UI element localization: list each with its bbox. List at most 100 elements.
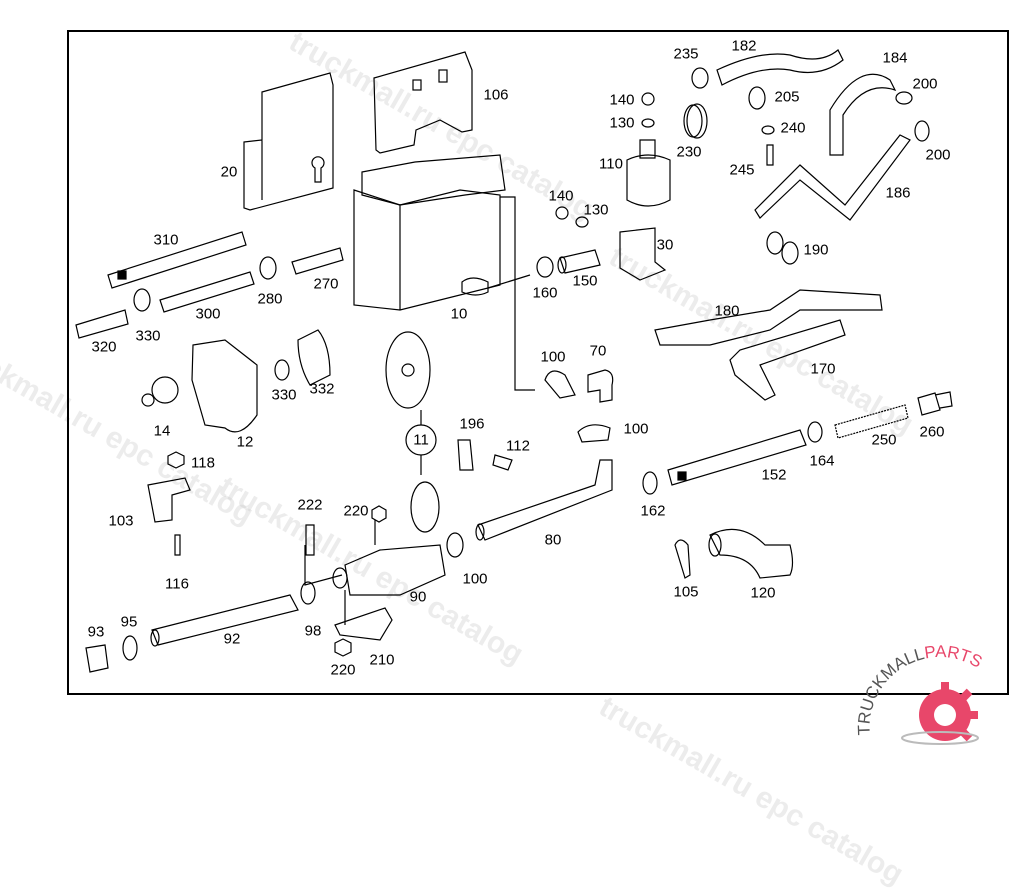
callout-300[interactable]: 300 bbox=[195, 305, 221, 323]
tube-marker-310 bbox=[117, 270, 127, 280]
callout-93[interactable]: 93 bbox=[87, 623, 105, 641]
callout-235[interactable]: 235 bbox=[673, 45, 699, 63]
callout-150[interactable]: 150 bbox=[572, 272, 598, 290]
clamp-part-162 bbox=[642, 471, 658, 495]
gear-icon bbox=[901, 682, 979, 745]
callout-100[interactable]: 100 bbox=[540, 348, 566, 366]
callout-98[interactable]: 98 bbox=[304, 622, 322, 640]
clamp-part-164 bbox=[807, 421, 823, 443]
callout-95[interactable]: 95 bbox=[120, 613, 138, 631]
callout-196[interactable]: 196 bbox=[459, 415, 485, 433]
callout-160[interactable]: 160 bbox=[532, 284, 558, 302]
clamp-part-95 bbox=[122, 635, 138, 661]
callout-210[interactable]: 210 bbox=[369, 651, 395, 669]
callout-240[interactable]: 240 bbox=[780, 119, 806, 137]
callout-90[interactable]: 90 bbox=[409, 588, 427, 606]
callout-260[interactable]: 260 bbox=[919, 423, 945, 441]
callout-180[interactable]: 180 bbox=[714, 302, 740, 320]
clamp-part-205 bbox=[748, 86, 766, 110]
callout-245[interactable]: 245 bbox=[729, 161, 755, 179]
hose-part-152 bbox=[667, 429, 807, 486]
callout-184[interactable]: 184 bbox=[882, 49, 908, 67]
callout-100[interactable]: 100 bbox=[623, 420, 649, 438]
clamp-part-98 bbox=[300, 581, 316, 605]
callout-152[interactable]: 152 bbox=[761, 466, 787, 484]
callout-330[interactable]: 330 bbox=[271, 386, 297, 404]
callout-140[interactable]: 140 bbox=[609, 91, 635, 109]
pump-part-14 bbox=[151, 376, 179, 404]
callout-330[interactable]: 330 bbox=[135, 327, 161, 345]
callout-220[interactable]: 220 bbox=[343, 502, 369, 520]
clamp-part-190a bbox=[766, 231, 784, 255]
callout-200[interactable]: 200 bbox=[912, 75, 938, 93]
hose-part-150 bbox=[559, 249, 601, 274]
tube-part-310 bbox=[107, 231, 247, 289]
callout-70[interactable]: 70 bbox=[589, 342, 607, 360]
callout-14[interactable]: 14 bbox=[153, 422, 171, 440]
bolt-part-222 bbox=[304, 524, 343, 586]
hose-part-120 bbox=[709, 528, 794, 579]
plate-slot-1 bbox=[412, 79, 422, 91]
callout-140[interactable]: 140 bbox=[548, 187, 574, 205]
callout-250[interactable]: 250 bbox=[871, 431, 897, 449]
tube-part-320 bbox=[75, 309, 129, 339]
callout-164[interactable]: 164 bbox=[809, 452, 835, 470]
callout-12[interactable]: 12 bbox=[236, 433, 254, 451]
callout-106[interactable]: 106 bbox=[483, 86, 509, 104]
callout-112[interactable]: 112 bbox=[506, 437, 530, 455]
nut-part-220a bbox=[371, 505, 387, 523]
plate-slot-2 bbox=[438, 69, 448, 83]
clamp-part-160 bbox=[536, 256, 554, 278]
mount-part-110 bbox=[626, 139, 671, 207]
truckmall-parts-logo: TRUCKMALLPARTS bbox=[854, 642, 985, 745]
callout-200[interactable]: 200 bbox=[925, 146, 951, 164]
callout-105[interactable]: 105 bbox=[673, 583, 699, 601]
callout-320[interactable]: 320 bbox=[91, 338, 117, 356]
callout-110[interactable]: 110 bbox=[599, 155, 623, 173]
callout-280[interactable]: 280 bbox=[257, 290, 283, 308]
callout-118[interactable]: 118 bbox=[191, 454, 215, 472]
clamp-part-330a bbox=[133, 288, 151, 312]
callout-162[interactable]: 162 bbox=[640, 502, 666, 520]
callout-80[interactable]: 80 bbox=[544, 531, 562, 549]
callout-103[interactable]: 103 bbox=[108, 512, 134, 530]
callout-130[interactable]: 130 bbox=[583, 201, 609, 219]
callout-186[interactable]: 186 bbox=[885, 184, 911, 202]
callout-116[interactable]: 116 bbox=[165, 575, 189, 593]
heater-outlet-part-10 bbox=[461, 277, 489, 296]
pipe-part-170 bbox=[729, 319, 846, 401]
elbow-part-70 bbox=[587, 369, 614, 403]
bracket-part-103 bbox=[147, 477, 191, 523]
callout-92[interactable]: 92 bbox=[223, 630, 241, 648]
pipe-part-92 bbox=[151, 594, 299, 646]
fitting-part-260 bbox=[917, 391, 953, 416]
callout-30[interactable]: 30 bbox=[656, 236, 674, 254]
washer-part-130a bbox=[641, 118, 655, 128]
callout-190[interactable]: 190 bbox=[803, 241, 829, 259]
callout-130[interactable]: 130 bbox=[609, 114, 635, 132]
nut-part-140b bbox=[555, 206, 569, 220]
callout-10[interactable]: 10 bbox=[450, 305, 468, 323]
callout-100[interactable]: 100 bbox=[462, 570, 488, 588]
bolt-part-116 bbox=[174, 534, 181, 556]
clip-part-105 bbox=[674, 539, 691, 579]
callout-230[interactable]: 230 bbox=[676, 143, 702, 161]
callout-182[interactable]: 182 bbox=[731, 37, 757, 55]
bracket-part-30 bbox=[619, 227, 667, 281]
clamp-part-200a bbox=[895, 91, 913, 105]
callout-332[interactable]: 332 bbox=[309, 380, 335, 398]
heater-top-part-10 bbox=[361, 154, 506, 206]
callout-220[interactable]: 220 bbox=[330, 661, 356, 679]
callout-205[interactable]: 205 bbox=[774, 88, 800, 106]
muffler-part-90 bbox=[344, 544, 446, 596]
callout-20[interactable]: 20 bbox=[220, 163, 238, 181]
callout-270[interactable]: 270 bbox=[313, 275, 339, 293]
heater-leader bbox=[500, 196, 535, 391]
clip-part-100a bbox=[544, 370, 576, 399]
callout-170[interactable]: 170 bbox=[810, 360, 836, 378]
callout-310[interactable]: 310 bbox=[153, 231, 179, 249]
callout-11[interactable]: 11 bbox=[413, 431, 429, 449]
callout-120[interactable]: 120 bbox=[750, 584, 776, 602]
diagram-frame bbox=[67, 30, 1009, 695]
callout-222[interactable]: 222 bbox=[297, 496, 323, 514]
